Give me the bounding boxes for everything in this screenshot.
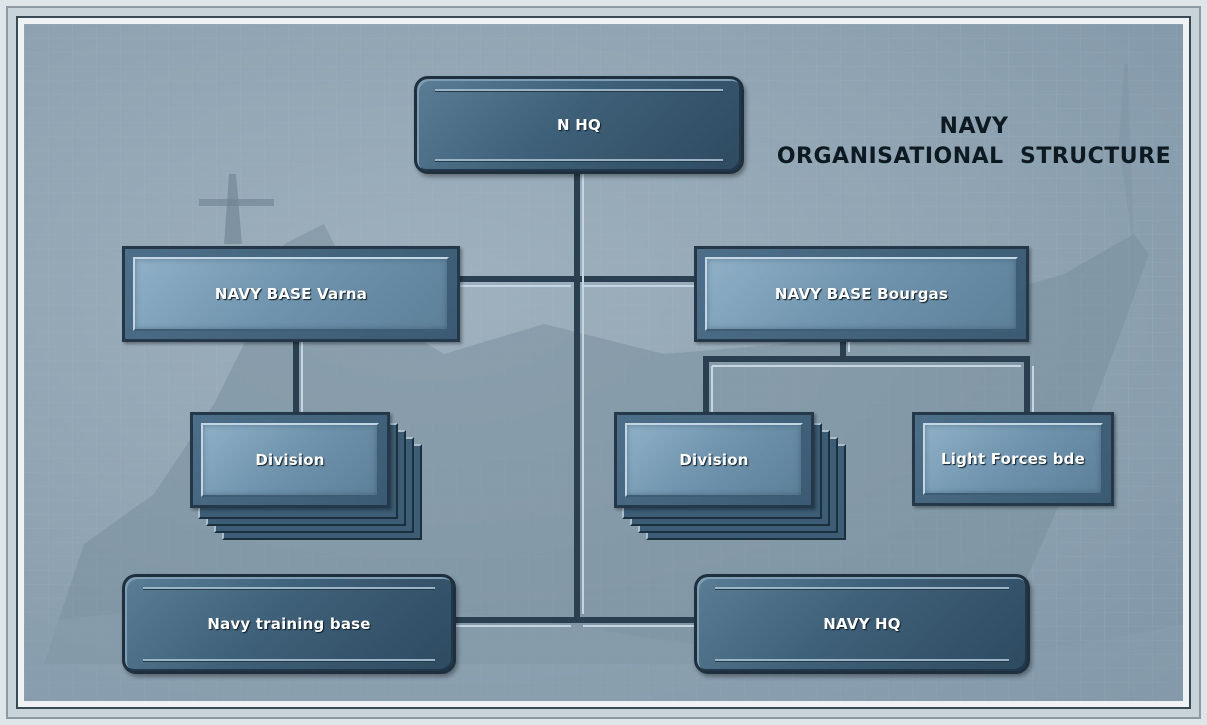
rule-line xyxy=(715,587,1009,589)
node-navy-training-base: Navy training base xyxy=(122,574,456,674)
connector-lines xyxy=(293,171,1034,627)
diagram-panel: NAVY ORGANISATIONAL STRUCTURE N HQ NAVY … xyxy=(16,16,1191,709)
rule-line xyxy=(715,659,1009,661)
rule-line xyxy=(435,159,723,161)
node-label: NAVY HQ xyxy=(823,615,901,633)
node-label: N HQ xyxy=(557,116,601,134)
box-inner xyxy=(705,257,1018,331)
node-light-forces-bde: Light Forces bde xyxy=(912,412,1114,506)
outer-frame: NAVY ORGANISATIONAL STRUCTURE N HQ NAVY … xyxy=(6,6,1201,719)
node-navy-base-bourgas: NAVY BASE Bourgas xyxy=(694,246,1029,342)
node-label: Division xyxy=(255,451,325,469)
node-label: Light Forces bde xyxy=(941,450,1085,468)
title-line-1: NAVY xyxy=(939,114,1009,139)
node-division-varna: Division xyxy=(190,412,390,508)
node-n-hq: N HQ xyxy=(414,76,744,174)
node-label: NAVY BASE Bourgas xyxy=(774,285,949,303)
rule-line xyxy=(435,89,723,91)
title-line-2: ORGANISATIONAL STRUCTURE xyxy=(776,144,1172,169)
node-label: Navy training base xyxy=(207,615,371,633)
box-inner xyxy=(625,423,803,497)
node-label: NAVY BASE Varna xyxy=(214,285,368,303)
box-inner xyxy=(923,423,1103,495)
box-inner xyxy=(133,257,449,331)
node-navy-hq: NAVY HQ xyxy=(694,574,1030,674)
rule-line xyxy=(143,587,435,589)
diagram-title: NAVY ORGANISATIONAL STRUCTURE xyxy=(764,112,1183,172)
rule-line xyxy=(143,659,435,661)
box-inner xyxy=(201,423,379,497)
node-label: Division xyxy=(679,451,749,469)
node-division-bourgas: Division xyxy=(614,412,814,508)
node-navy-base-varna: NAVY BASE Varna xyxy=(122,246,460,342)
